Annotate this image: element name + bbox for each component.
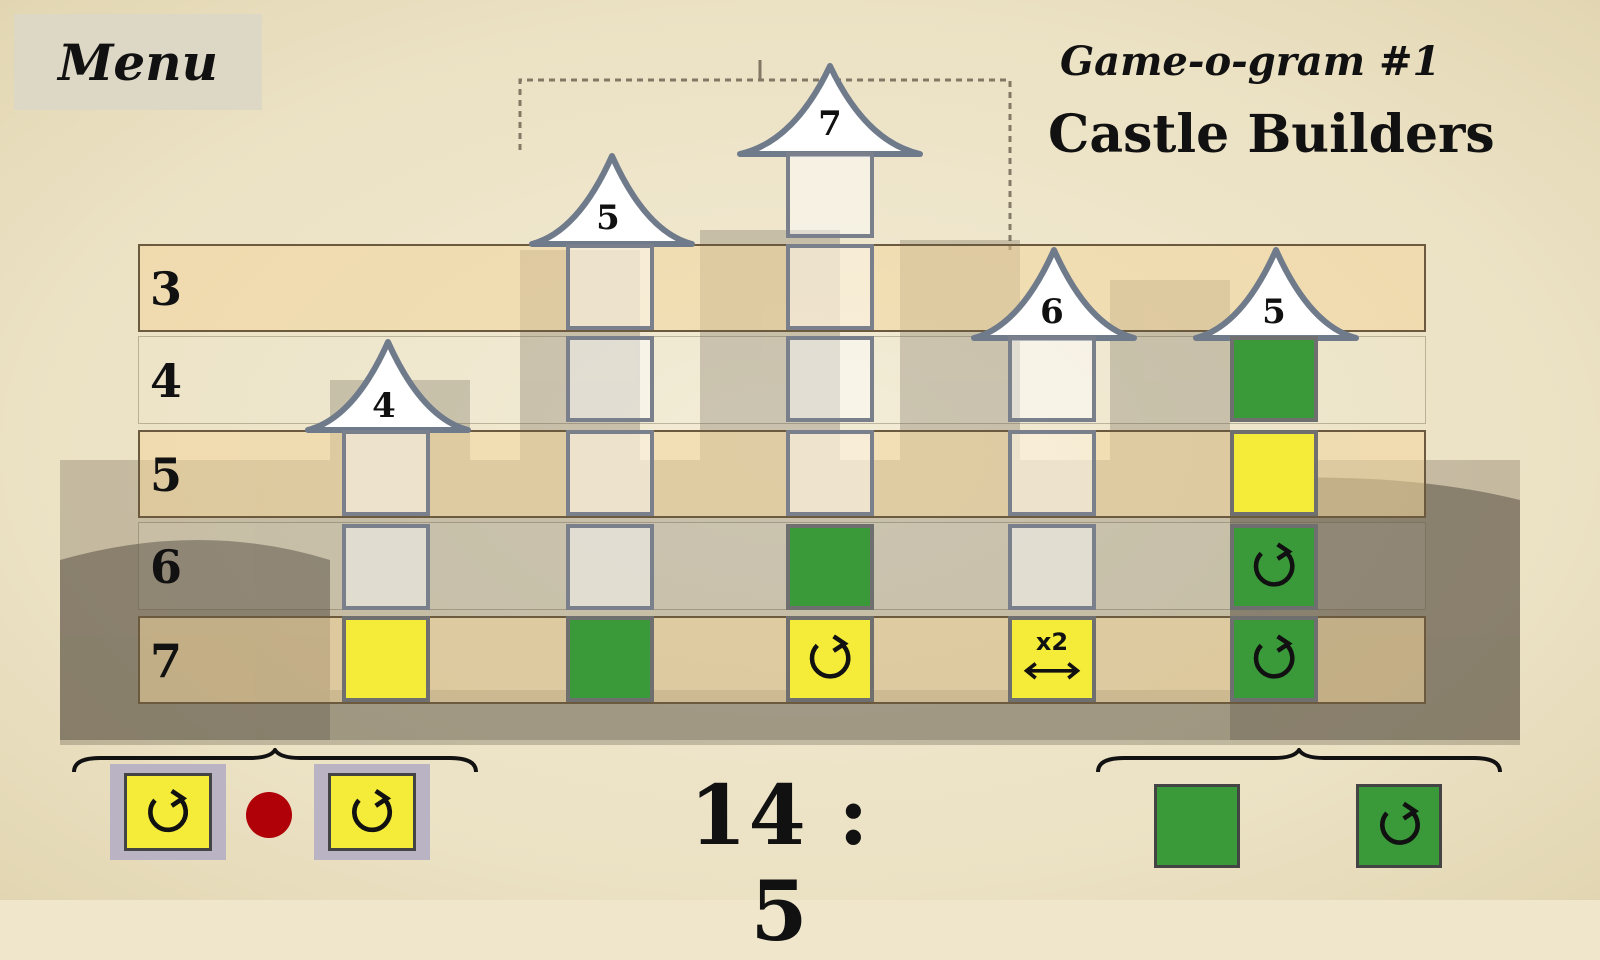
row-number: 4 [150,354,183,408]
tower-cell-yellow[interactable] [342,616,430,702]
tower-height-label: 7 [818,104,842,144]
tower-roof [529,153,695,247]
opponent-hand-tile-green [1154,784,1240,868]
game-title: Castle Builders [1048,104,1495,165]
rotate-icon [1379,801,1420,845]
opponent-hand-tile-green-rotate [1356,784,1442,868]
score-right: 5 [750,864,810,960]
opponent-hand-bracket [1096,748,1502,773]
rotate-icon [1253,634,1295,679]
tower-cell[interactable] [342,524,430,610]
tower-cell[interactable] [566,524,654,610]
tower-cell-yellow-x2[interactable]: x2 [1008,616,1096,702]
tower-roof [971,247,1137,341]
tower-height-label: 4 [372,386,396,426]
tower-height-label: 6 [1040,292,1064,332]
tower-cell[interactable] [1008,430,1096,516]
tower-cell[interactable] [566,430,654,516]
rotate-icon [1253,542,1295,587]
player-hand-bracket [72,748,478,773]
x2-label: x2 [1035,628,1069,656]
swap-arrow-icon [1023,662,1081,680]
row-band-5 [138,430,1426,518]
tower-height-label: 5 [596,198,620,238]
tower-cell[interactable] [1008,336,1096,422]
tower-cell-green-rotate[interactable] [1230,616,1318,702]
tower-cell[interactable] [566,336,654,422]
tower-cell[interactable] [1008,524,1096,610]
tower-cell[interactable] [342,430,430,516]
score-left: 14 [689,768,808,864]
tower-roof [1193,247,1359,341]
tower-cell-yellow[interactable] [1230,430,1318,516]
row-number: 7 [150,634,183,688]
tower-cell-green[interactable] [566,616,654,702]
tower-cell[interactable] [786,152,874,238]
tower-cell-green[interactable] [786,524,874,610]
row-band-3 [138,244,1426,332]
game-subtitle: Game-o-gram #1 [1060,38,1441,85]
menu-button[interactable]: Menu [14,14,262,110]
tower-cell-green-rotate[interactable] [1230,524,1318,610]
tower-cell[interactable] [786,430,874,516]
row-band-6 [138,522,1426,610]
turn-marker-dot [246,792,292,838]
tower-cell[interactable] [786,244,874,330]
player-hand-tile-yellow-rotate[interactable] [328,773,416,851]
tower-cell-yellow-rotate[interactable] [786,616,874,702]
tower-cell[interactable] [786,336,874,422]
player-hand-tile-yellow-rotate[interactable] [124,773,212,851]
tower-cell[interactable] [566,244,654,330]
tower-height-label: 5 [1262,292,1286,332]
row-number: 3 [150,262,183,316]
score-display: 14 : 5 [660,768,900,960]
row-number: 5 [150,448,183,502]
rotate-icon [352,788,393,833]
row-number: 6 [150,540,183,594]
tower-cell-green[interactable] [1230,336,1318,422]
tower-roof [737,63,923,157]
score-separator: : [838,768,871,864]
tower-roof [305,339,471,433]
rotate-icon [148,788,189,833]
rotate-icon [809,634,851,679]
